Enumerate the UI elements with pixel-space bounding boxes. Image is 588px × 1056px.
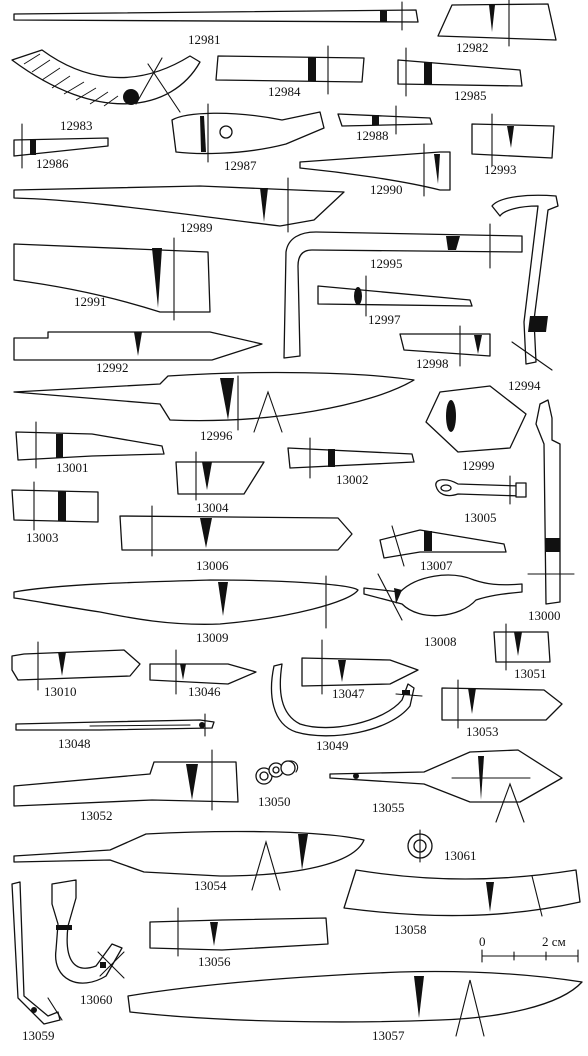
artifact-13002: 13002 <box>287 437 415 487</box>
label-13010: 13010 <box>44 684 77 699</box>
artifact-12981: 12981 <box>13 1 419 47</box>
artifact-13049: 13049 <box>270 663 423 753</box>
label-13052: 13052 <box>80 808 113 823</box>
artifact-12997: 12997 <box>317 275 473 327</box>
artifact-12988: 12988 <box>337 105 433 143</box>
artifact-12998: 12998 <box>399 325 491 371</box>
label-13000: 13000 <box>528 608 561 623</box>
label-13051: 13051 <box>514 666 547 681</box>
label-13005: 13005 <box>464 510 497 525</box>
artifact-12990: 12990 <box>299 143 451 197</box>
label-12987: 12987 <box>224 158 257 173</box>
artifact-13046: 13046 <box>149 649 257 699</box>
label-12982: 12982 <box>456 40 489 55</box>
label-13008: 13008 <box>424 634 457 649</box>
label-13003: 13003 <box>26 530 59 545</box>
label-13061: 13061 <box>444 848 477 863</box>
artifact-12992: 12992 <box>13 331 263 375</box>
artifact-12996: 12996 <box>13 371 415 443</box>
label-13007: 13007 <box>420 558 453 573</box>
artifact-13006: 13006 <box>119 505 353 573</box>
artifact-13059: 13059 <box>11 881 63 1043</box>
scale-end-label: 2 см <box>542 934 566 949</box>
artifact-13047: 13047 <box>301 639 419 701</box>
artifact-13053: 13053 <box>441 679 563 739</box>
label-13006: 13006 <box>196 558 229 573</box>
label-12995: 12995 <box>370 256 403 271</box>
artifact-13052: 13052 <box>13 749 239 823</box>
artifact-13054: 13054 <box>13 830 365 893</box>
artifact-12991: 12991 <box>13 237 211 321</box>
artifact-12985: 12985 <box>397 47 523 103</box>
artifact-13003: 13003 <box>11 481 99 545</box>
artifact-13001: 13001 <box>15 421 165 475</box>
label-12997: 12997 <box>368 312 401 327</box>
label-12999: 12999 <box>462 458 495 473</box>
artifact-12984: 12984 <box>215 45 365 99</box>
label-13055: 13055 <box>372 800 405 815</box>
label-13009: 13009 <box>196 630 229 645</box>
artifact-12989: 12989 <box>13 177 345 235</box>
artifact-13009: 13009 <box>13 575 359 645</box>
label-13001: 13001 <box>56 460 89 475</box>
label-12988: 12988 <box>356 128 389 143</box>
label-12992: 12992 <box>96 360 129 375</box>
label-12984: 12984 <box>268 84 301 99</box>
label-12990: 12990 <box>370 182 403 197</box>
label-13056: 13056 <box>198 954 231 969</box>
label-13049: 13049 <box>316 738 349 753</box>
label-12981: 12981 <box>188 32 221 47</box>
artifact-13008: 13008 <box>363 573 523 649</box>
label-12996: 12996 <box>200 428 233 443</box>
label-12993: 12993 <box>484 162 517 177</box>
label-12985: 12985 <box>454 88 487 103</box>
artifact-12994: 12994 <box>491 194 559 393</box>
artifact-13061: 13061 <box>407 829 477 863</box>
artifact-12986: 12986 <box>13 123 109 171</box>
artifact-13058: 13058 <box>343 869 581 937</box>
artifact-13056: 13056 <box>149 907 329 969</box>
label-13046: 13046 <box>188 684 221 699</box>
artifact-12987: 12987 <box>171 103 325 173</box>
label-13050: 13050 <box>258 794 291 809</box>
label-13048: 13048 <box>58 736 91 751</box>
artifact-13060: 13060 <box>51 879 125 1007</box>
label-13002: 13002 <box>336 472 369 487</box>
artifact-13000: 13000 <box>527 399 575 623</box>
artifact-13048: 13048 <box>15 713 215 751</box>
label-13053: 13053 <box>466 724 499 739</box>
artifact-12993: 12993 <box>471 113 555 177</box>
artifact-13055: 13055 <box>329 749 563 823</box>
artifact-12982: 12982 <box>437 0 557 55</box>
artifact-13005: 13005 <box>435 475 527 525</box>
artifact-13057: 13057 <box>127 970 583 1043</box>
label-13054: 13054 <box>194 878 227 893</box>
artifact-12983: 12983 <box>11 49 201 133</box>
label-13047: 13047 <box>332 686 365 701</box>
label-12983: 12983 <box>60 118 93 133</box>
label-13057: 13057 <box>372 1028 405 1043</box>
label-13004: 13004 <box>196 500 229 515</box>
label-12991: 12991 <box>74 294 107 309</box>
scale-start-label: 0 <box>479 934 486 949</box>
artifact-12995: 12995 <box>283 223 523 359</box>
artifact-13050: 13050 <box>255 760 299 809</box>
artifact-13010: 13010 <box>11 641 141 699</box>
label-12986: 12986 <box>36 156 69 171</box>
label-12989: 12989 <box>180 220 213 235</box>
artifact-13004: 13004 <box>175 451 265 515</box>
label-13058: 13058 <box>394 922 427 937</box>
label-12998: 12998 <box>416 356 449 371</box>
label-12994: 12994 <box>508 378 541 393</box>
label-13059: 13059 <box>22 1028 55 1043</box>
scale-bar: 0 2 см <box>479 934 579 963</box>
label-13060: 13060 <box>80 992 113 1007</box>
artifact-13007: 13007 <box>379 525 507 573</box>
artifact-13051: 13051 <box>493 623 551 681</box>
artifact-12999: 12999 <box>425 385 527 473</box>
